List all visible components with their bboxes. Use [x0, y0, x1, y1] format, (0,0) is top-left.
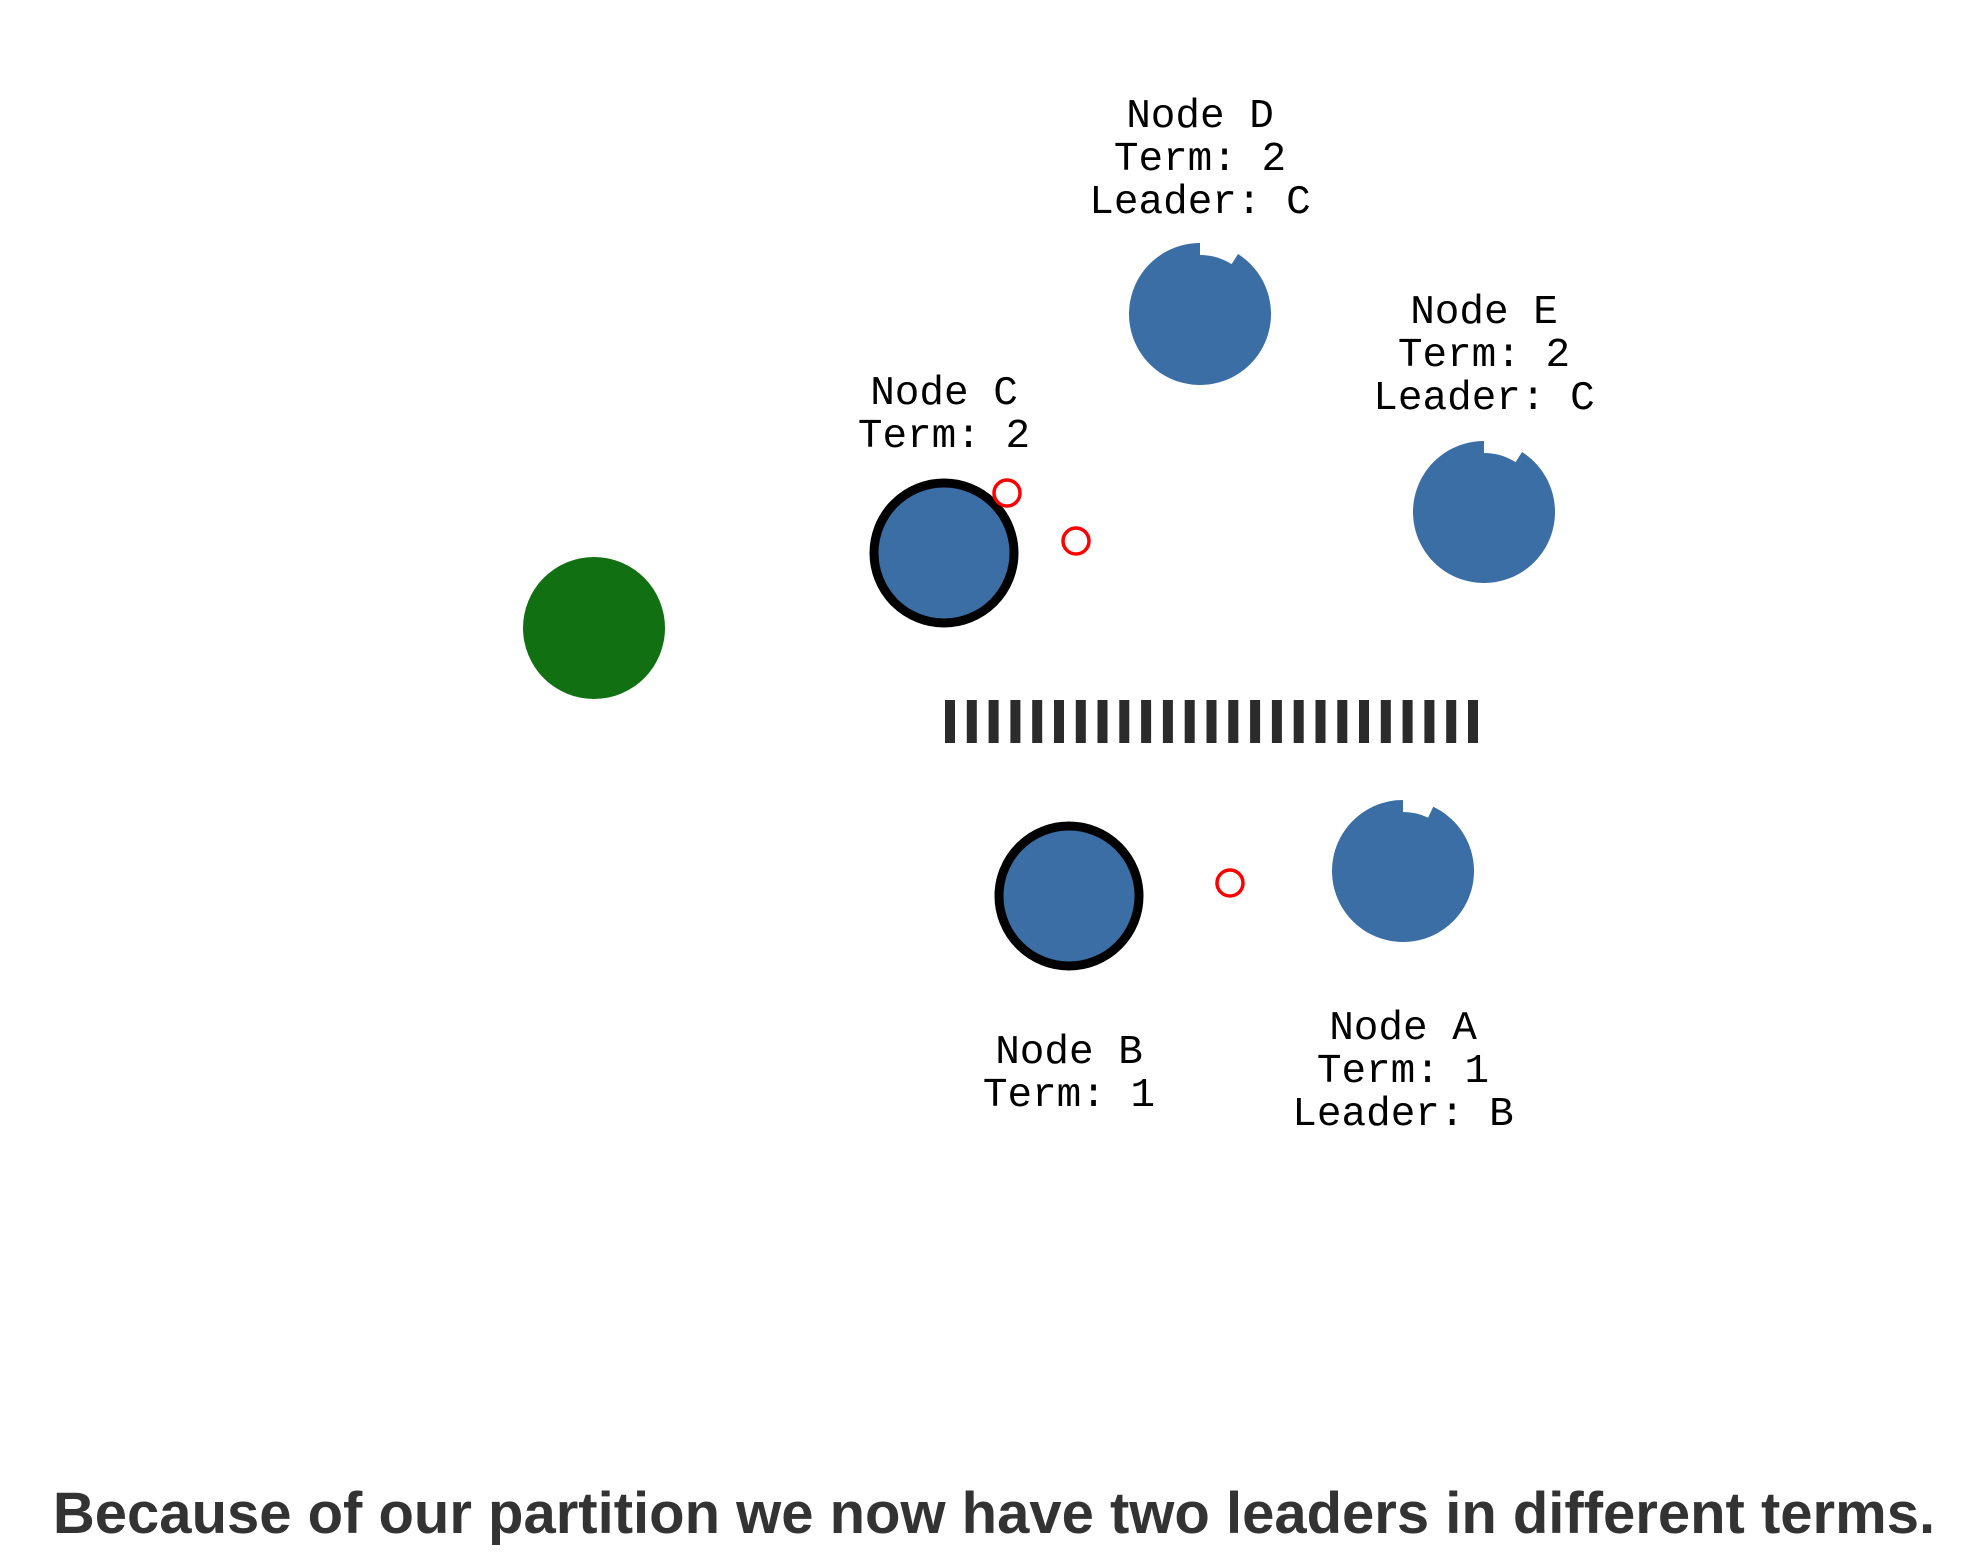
partition-segment: [1010, 700, 1021, 743]
message-dot: [1215, 868, 1245, 898]
node-d: Node D Term: 2 Leader: C: [1089, 94, 1311, 386]
network-partition: [945, 700, 1478, 743]
node-c-circle: [869, 478, 1019, 628]
node-e-leader: Leader: C: [1373, 376, 1594, 422]
node-a-circle: [1332, 800, 1475, 942]
partition-segment: [1359, 700, 1369, 743]
partition-segment: [1228, 700, 1239, 743]
caption-text: Because of our partition we now have two…: [52, 1481, 1936, 1546]
partition-segment: [966, 700, 977, 743]
partition-segment: [1468, 700, 1478, 743]
partition-segment: [1337, 700, 1348, 743]
partition-segment: [1206, 700, 1217, 743]
partition-segment: [1293, 700, 1304, 743]
partition-segment: [945, 700, 955, 743]
node-b-circle: [994, 821, 1144, 971]
node-b: Node B Term: 1: [983, 821, 1155, 1119]
node-d-circle: [1128, 243, 1271, 386]
node-e-name: Node E: [1410, 290, 1558, 336]
partition-segment: [1402, 700, 1413, 743]
message-dot: [992, 478, 1022, 508]
partition-segment: [1097, 700, 1108, 743]
message-dot: [1061, 526, 1091, 556]
node-c-term: Term: 2: [858, 414, 1030, 460]
partition-segment: [1184, 700, 1195, 743]
node-e: Node E Term: 2 Leader: C: [1373, 290, 1595, 583]
node-c: Node C Term: 2: [858, 371, 1030, 628]
partition-segment: [1032, 700, 1043, 743]
node-d-name: Node D: [1126, 94, 1274, 140]
node-a-term: Term: 1: [1317, 1049, 1489, 1095]
partition-segment: [1271, 700, 1282, 743]
partition-segment: [1250, 700, 1261, 743]
partition-segment: [1446, 700, 1457, 743]
node-a: Node A Term: 1 Leader: B: [1292, 800, 1514, 1138]
partition-segment: [1054, 700, 1064, 743]
node-a-leader: Leader: B: [1292, 1092, 1513, 1138]
node-e-term: Term: 2: [1398, 333, 1570, 379]
partition-segment: [988, 700, 999, 743]
partition-segment: [1380, 700, 1391, 743]
partition-segment: [1315, 700, 1326, 743]
node-b-name: Node B: [995, 1030, 1143, 1076]
client-node: [523, 557, 665, 699]
node-e-circle: [1413, 441, 1555, 583]
partition-segment: [1162, 700, 1173, 743]
node-d-term: Term: 2: [1114, 137, 1286, 183]
partition-segment: [1141, 700, 1152, 743]
partition-segment: [1119, 700, 1130, 743]
node-a-name: Node A: [1329, 1006, 1477, 1052]
partition-segment: [1075, 700, 1086, 743]
node-c-name: Node C: [870, 371, 1018, 417]
node-d-leader: Leader: C: [1089, 180, 1310, 226]
node-b-term: Term: 1: [983, 1073, 1155, 1119]
partition-segment: [1424, 700, 1435, 743]
